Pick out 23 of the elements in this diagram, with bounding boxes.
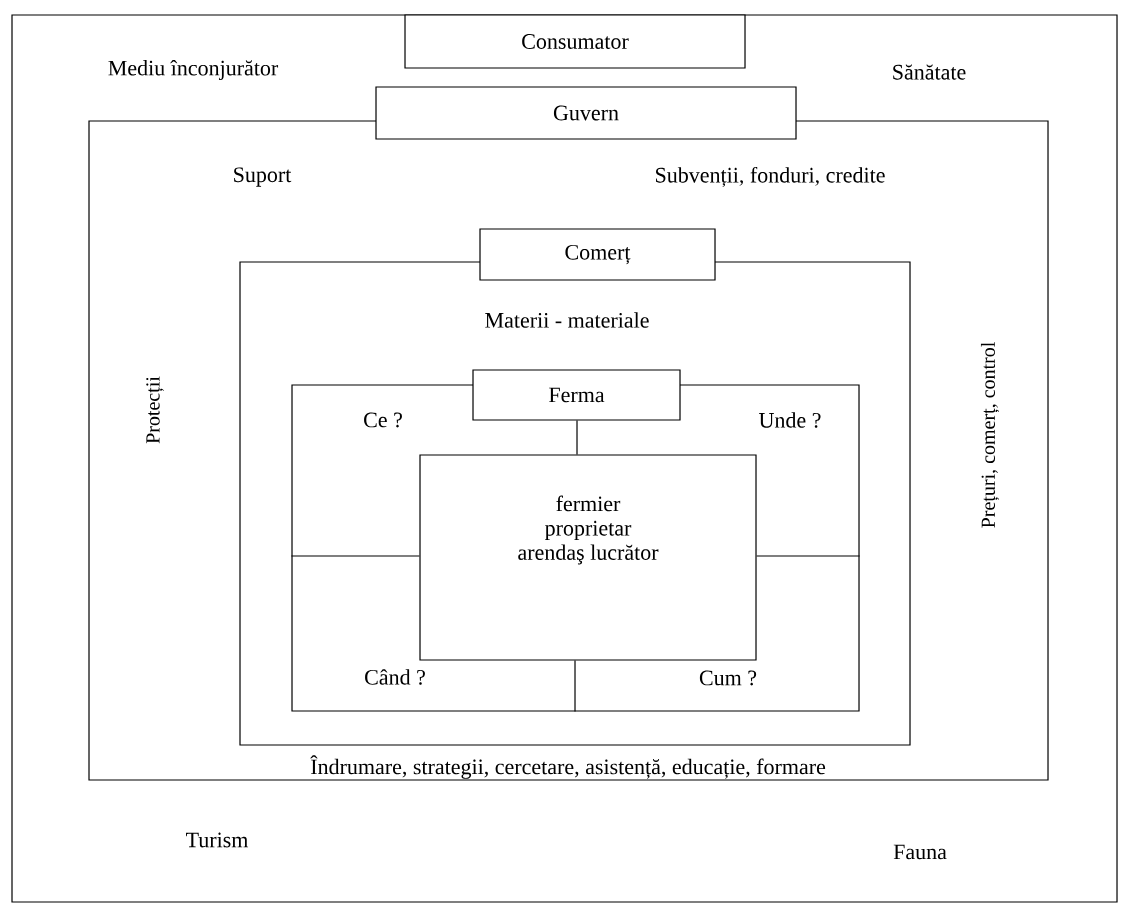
text-label: Unde ? (759, 412, 821, 428)
connector-line (756, 555, 861, 557)
connector-line (574, 660, 576, 713)
text-label: Prețuri, comerț, control (980, 342, 1000, 528)
text-label: Cum ? (699, 670, 757, 686)
box: Comerț (479, 228, 716, 281)
text-label: Îndrumare, strategii, cercetare, asistență, educație, formare (310, 755, 826, 779)
text-label: fermier proprietar arendaş lucrător (518, 495, 659, 565)
text-label: Când ? (365, 669, 425, 685)
text-label: Sănătate (893, 64, 966, 80)
connector-line (576, 420, 578, 455)
connector-line (290, 555, 420, 557)
text-label: Turism (186, 832, 249, 848)
text-label: Ce ? (364, 412, 402, 428)
text-label: Mediu înconjurător (108, 60, 279, 80)
text-label: Protecții (146, 376, 164, 444)
box: Ferma (472, 369, 681, 421)
text-label: Suport (234, 167, 292, 187)
text-label: Fauna (893, 844, 947, 860)
box: Consumator (404, 14, 746, 69)
text-label: Subvenții, fonduri, credite (656, 166, 885, 188)
box: Guvern (375, 86, 797, 140)
text-label: Materii - materiale (485, 312, 649, 328)
